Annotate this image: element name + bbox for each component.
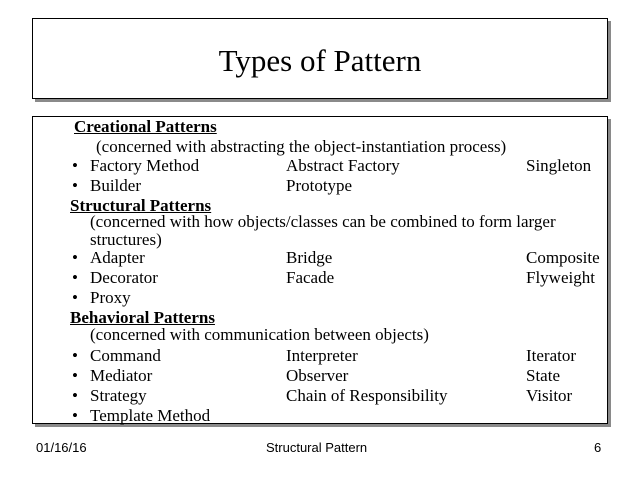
pattern-item: Template Method [90, 406, 211, 425]
creational-heading: Creational Patterns [74, 117, 217, 136]
pattern-item: Proxy [90, 288, 131, 307]
pattern-item: Command [90, 346, 161, 365]
pattern-item: Facade [286, 268, 335, 287]
bullet-icon: • [72, 288, 78, 307]
structural-desc-2: structures) [90, 230, 162, 249]
pattern-item: Bridge [286, 248, 333, 267]
behavioral-heading: Behavioral Patterns [70, 308, 215, 327]
bullet-icon: • [72, 156, 78, 175]
page-number: 6 [594, 440, 602, 455]
pattern-item: Flyweight [526, 268, 595, 287]
pattern-item: Factory Method [90, 156, 200, 175]
footer-title: Structural Pattern [266, 440, 368, 455]
creational-desc: (concerned with abstracting the object-i… [96, 137, 507, 156]
pattern-item: Chain of Responsibility [286, 386, 448, 405]
structural-heading: Structural Patterns [70, 196, 212, 215]
pattern-item: Composite [526, 248, 600, 267]
pattern-item: Iterator [526, 346, 577, 365]
bullet-icon: • [72, 366, 78, 385]
pattern-item: Prototype [286, 176, 353, 195]
bullet-icon: • [72, 176, 78, 195]
pattern-item: Abstract Factory [286, 156, 400, 175]
pattern-item: Observer [286, 366, 349, 385]
pattern-item: Decorator [90, 268, 158, 287]
structural-desc-1: (concerned with how objects/classes can … [90, 212, 556, 231]
bullet-icon: • [72, 406, 78, 425]
pattern-item: Adapter [90, 248, 145, 267]
behavioral-desc: (concerned with communication between ob… [90, 325, 429, 344]
pattern-item: State [526, 366, 560, 385]
pattern-item: Singleton [526, 156, 592, 175]
bullet-icon: • [72, 386, 78, 405]
pattern-item: Visitor [526, 386, 573, 405]
bullet-icon: • [72, 346, 78, 365]
slide-title: Types of Pattern [218, 43, 422, 78]
pattern-item: Strategy [90, 386, 147, 405]
pattern-item: Mediator [90, 366, 153, 385]
bullet-icon: • [72, 248, 78, 267]
title-box: Types of Pattern [32, 18, 608, 99]
content-box [32, 116, 608, 424]
bullet-icon: • [72, 268, 78, 287]
pattern-item: Builder [90, 176, 141, 195]
footer-date: 01/16/16 [36, 440, 87, 455]
pattern-item: Interpreter [286, 346, 358, 365]
